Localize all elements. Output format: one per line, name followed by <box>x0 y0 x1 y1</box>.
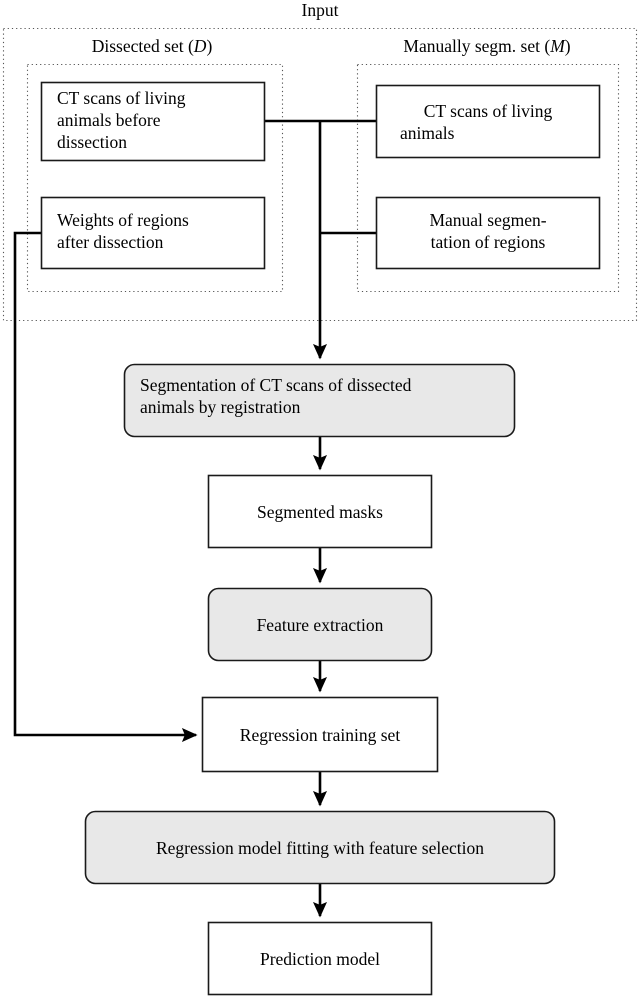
node-regression-training-set-box[interactable] <box>201 696 439 773</box>
node-ct-scans-living-box[interactable] <box>375 84 601 159</box>
manual-set-paren-open: ( <box>544 36 550 56</box>
dissected-set-symbol: D <box>193 36 207 56</box>
node-ct-scans-living-line-2: animals <box>400 123 455 143</box>
node-ct-scans-living-line-1: CT scans of living <box>424 101 553 121</box>
dissected-set-label: Dissected set (D) <box>92 36 213 56</box>
node-regression-model-fitting-label: Regression model fitting with feature se… <box>156 838 484 858</box>
node-manual-segmentation-line-1: Manual segmen- <box>429 210 546 230</box>
node-ct-scans-dissected-line-3: dissection <box>57 132 127 152</box>
node-manual-segmentation-box[interactable] <box>375 196 601 270</box>
node-prediction-model-box[interactable] <box>207 921 433 996</box>
node-prediction-model-label: Prediction model <box>260 949 380 969</box>
node-regression-training-set-label: Regression training set <box>240 725 401 745</box>
manual-set-label-text: Manually segm. set <box>403 36 544 56</box>
node-segmented-masks[interactable]: Segmented masks <box>207 474 433 549</box>
node-feature-extraction-label: Feature extraction <box>257 615 384 635</box>
node-ct-scans-dissected[interactable]: CT scans of living animals before dissec… <box>40 81 266 162</box>
edge-weights-to-regression-training-set <box>13 231 198 743</box>
manual-set-label: Manually segm. set (M) <box>403 36 570 56</box>
node-segmentation-registration[interactable]: Segmentation of CT scans of dissected an… <box>123 363 516 438</box>
node-segmented-masks-label: Segmented masks <box>257 502 383 522</box>
node-manual-segmentation[interactable]: Manual segmen- tation of regions <box>375 196 601 270</box>
node-ct-scans-dissected-line-1: CT scans of living <box>57 88 186 108</box>
node-ct-scans-dissected-line-2: animals before <box>57 110 161 130</box>
manual-set-container <box>356 63 620 293</box>
node-regression-model-fitting-box[interactable] <box>84 810 556 885</box>
node-segmentation-registration-line-1: Segmentation of CT scans of dissected <box>140 375 412 395</box>
node-feature-extraction-box[interactable] <box>207 587 433 662</box>
dissected-set-paren-close: ) <box>206 36 212 56</box>
node-weights-regions-line-1: Weights of regions <box>57 210 189 230</box>
node-weights-regions-box[interactable] <box>40 196 266 270</box>
node-regression-training-set[interactable]: Regression training set <box>201 696 439 773</box>
node-manual-segmentation-line-2: tation of regions <box>431 232 546 252</box>
dissected-set-label-text: Dissected set <box>92 36 188 56</box>
manual-set-symbol: M <box>549 36 566 56</box>
node-segmentation-registration-box[interactable] <box>123 363 516 438</box>
node-ct-scans-dissected-box[interactable] <box>40 81 266 162</box>
node-weights-regions-line-2: after dissection <box>57 232 164 252</box>
diagram-title: Input <box>302 0 339 20</box>
node-segmented-masks-box[interactable] <box>207 474 433 549</box>
dissected-set-paren-open: ( <box>188 36 194 56</box>
node-weights-regions[interactable]: Weights of regions after dissection <box>40 196 266 270</box>
dissected-set-container <box>26 63 284 293</box>
manual-set-paren-close: ) <box>565 36 571 56</box>
node-feature-extraction[interactable]: Feature extraction <box>207 587 433 662</box>
node-prediction-model[interactable]: Prediction model <box>207 921 433 996</box>
node-segmentation-registration-line-2: animals by registration <box>140 397 301 417</box>
node-regression-model-fitting[interactable]: Regression model fitting with feature se… <box>84 810 556 885</box>
node-ct-scans-living[interactable]: CT scans of living animals <box>375 84 601 159</box>
